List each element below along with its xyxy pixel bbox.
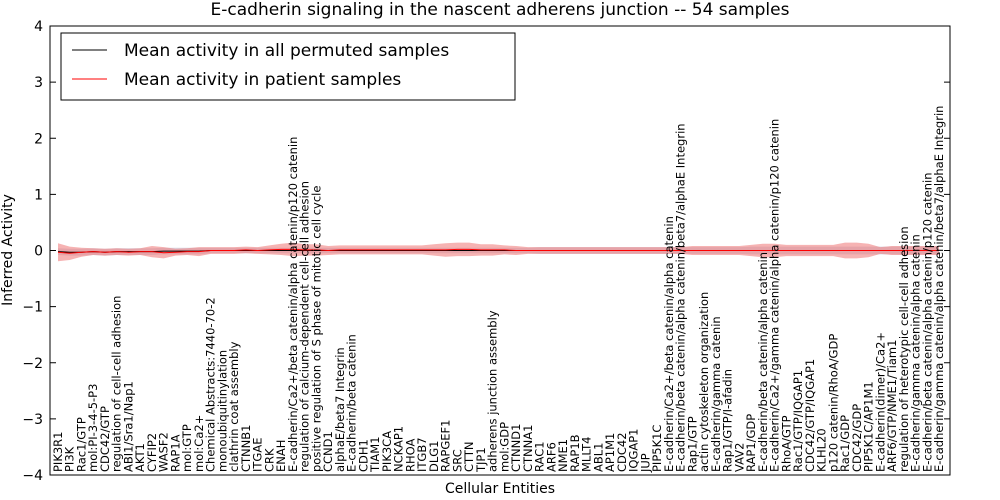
x-tick-label: RAC1 — [533, 441, 547, 472]
activity-bands — [58, 242, 939, 262]
x-tick-label: E-cadherin/gamma catenin/alpha catenin/b… — [932, 106, 946, 472]
y-tick-label: −4 — [22, 468, 43, 484]
x-tick-label: mol:Ca2+ — [192, 415, 206, 472]
x-tick-label: CCND1 — [321, 431, 335, 472]
y-tick-label: 4 — [34, 19, 43, 35]
y-axis-label: Inferred Activity — [0, 194, 16, 306]
y-tick-label: 0 — [34, 244, 43, 260]
y-tick-label: −1 — [22, 300, 43, 316]
x-tick-label: RAP1B — [568, 434, 582, 472]
x-tick-label: PI3K — [63, 446, 77, 472]
chart-title: E-cadherin signaling in the nascent adhe… — [211, 0, 790, 20]
x-tick-label: JUP — [638, 453, 652, 473]
x-tick-label: PIK3CA — [380, 431, 394, 472]
y-tick-label: −2 — [22, 356, 43, 372]
x-tick-label: ARF6 — [544, 442, 558, 472]
x-axis-label: Cellular Entities — [445, 481, 555, 497]
legend-label-patient: Mean activity in patient samples — [124, 70, 401, 90]
x-tick-label: CTNNB1 — [239, 425, 253, 472]
x-tick-label: actin cytoskeleton organization — [697, 292, 711, 472]
x-tick-label: CTTN — [462, 442, 476, 472]
x-tick-label: RHOA — [403, 439, 417, 472]
x-tick-label: Rac1/GDP — [838, 415, 852, 472]
x-tick-label: PIP5K1C/AP1M1 — [862, 381, 876, 472]
x-tick-label: positive regulation of S phase of mitoti… — [309, 186, 323, 472]
x-tick-label: RhoA/GTP — [779, 415, 793, 472]
x-tick-label: ENAH — [274, 440, 288, 472]
x-tick-label: CDC42/GTP — [98, 406, 112, 472]
x-tick-label: ITGB7 — [415, 437, 429, 472]
x-tick-label: PIP5K1C — [650, 425, 664, 472]
y-axis: −4 −3 −2 −1 0 1 2 3 4 — [22, 19, 950, 484]
x-tick-label: CDC42 — [615, 432, 629, 472]
x-tick-label: p120 catenin/RhoA/GDP — [826, 334, 840, 472]
x-tick-label: regulation of heterotypic cell-cell adhe… — [897, 226, 911, 472]
y-tick-label: 1 — [34, 187, 43, 203]
x-tick-label: mol:GDP — [497, 422, 511, 472]
band-patient — [58, 242, 939, 262]
x-tick-label: clathrin coat assembly — [227, 341, 241, 472]
x-tick-label: AP1M1 — [603, 433, 617, 472]
x-tick-label: CRK — [262, 448, 276, 472]
x-tick-label: Rac1/GTP/IQGAP1 — [791, 370, 805, 472]
x-tick-label: ABL1 — [591, 443, 605, 472]
x-tick-label: E-cadherin/Ca2+/beta catenin/alpha caten… — [286, 137, 300, 472]
x-tick-label: RAP1/GDP — [744, 414, 758, 472]
x-tick-label: VAV2 — [732, 443, 746, 472]
x-tick-label: Chemical Abstracts:7440-70-2 — [204, 297, 218, 472]
x-tick-label: E-cadherin/beta catenin/alpha catenin — [756, 252, 770, 472]
x-tick-label: CDC42/GDP — [850, 404, 864, 472]
x-tick-label: E-cadherin/beta catenin/alpha catenin/p1… — [920, 173, 934, 473]
x-tick-label: regulation of cell-cell adhesion — [110, 296, 124, 472]
x-tick-label: CYFIP2 — [145, 433, 159, 472]
x-tick-label: E-cadherin/beta catenin — [345, 334, 359, 472]
x-tick-label: RAP1A — [169, 434, 183, 472]
x-tick-label: PIK3R1 — [51, 432, 65, 473]
x-tick-label: mol:PI-3-4-5-P3 — [86, 384, 100, 472]
x-tick-label: CTNNA1 — [521, 425, 535, 472]
x-tick-label: RAPGEF1 — [439, 420, 453, 472]
y-tick-label: −3 — [22, 412, 43, 428]
x-tick-label: alphaE/beta7 Integrin — [333, 347, 347, 472]
x-tick-label: E-cadherin/beta catenin/alpha catenin/be… — [674, 123, 688, 472]
x-tick-label: TJP1 — [474, 447, 488, 473]
x-tick-labels: PIK3R1PI3KRac1/GTPmol:PI-3-4-5-P3CDC42/G… — [51, 106, 946, 473]
legend: Mean activity in all permuted samples Me… — [60, 32, 516, 101]
line-patient — [57, 248, 939, 254]
x-tick-label: NME1 — [556, 439, 570, 472]
x-tick-label: NCKAP1 — [392, 426, 406, 472]
x-tick-label: IQGAP1 — [627, 429, 641, 472]
y-tick-label: 2 — [34, 131, 43, 147]
x-tick-label: monoubiquitinylation — [216, 350, 230, 472]
x-tick-label: adherens junction assembly — [486, 310, 500, 472]
x-tick-label: CDC42/GTP/IQGAP1 — [803, 359, 817, 472]
x-tick-label: CTNND1 — [509, 424, 523, 472]
x-tick-label: E-cadherin/gamma catenin — [709, 316, 723, 472]
x-tick-label: Rap1/GTP — [685, 416, 699, 472]
x-tick-label: ARF6/GTP/NME1/Tiam1 — [885, 340, 899, 472]
x-tick-label: DLG1 — [427, 441, 441, 473]
y-tick-label: 3 — [34, 75, 43, 91]
x-tick-label: WASF2 — [157, 432, 171, 472]
x-tick-label: AKT1 — [133, 443, 147, 472]
x-tick-label: ITGAE — [251, 438, 265, 472]
activity-lines — [57, 248, 939, 254]
legend-box — [60, 32, 516, 101]
x-tick-label: KLHL20 — [815, 428, 829, 472]
x-tick-label: TIAM1 — [368, 436, 382, 473]
x-tick-label: E-cadherin(dimer)/Ca2+ — [873, 332, 887, 472]
x-tick-label: E-cadherin/Ca2+/beta catenin/alpha caten… — [662, 216, 676, 472]
x-tick-label: ABI1/Sra1/Nap1 — [122, 381, 136, 472]
x-tick-label: regulation of calcium-dependent cell-cel… — [298, 181, 312, 472]
legend-label-permuted: Mean activity in all permuted samples — [124, 41, 449, 61]
x-tick-label: CDH1 — [356, 439, 370, 472]
x-tick-label: SRC — [450, 449, 464, 472]
x-tick-label: Rac1/GTP — [75, 417, 89, 472]
x-tick-label: E-cadherin/Ca2+/gamma catenin/alpha cate… — [768, 119, 782, 472]
x-tick-label: MLLT4 — [580, 437, 594, 473]
x-tick-label: E-cadherin/gamma catenin/alpha catenin — [909, 234, 923, 472]
x-tick-label: Rap1/GTP/I-afadin — [721, 369, 735, 472]
x-tick-label: mol:GTP — [180, 424, 194, 472]
